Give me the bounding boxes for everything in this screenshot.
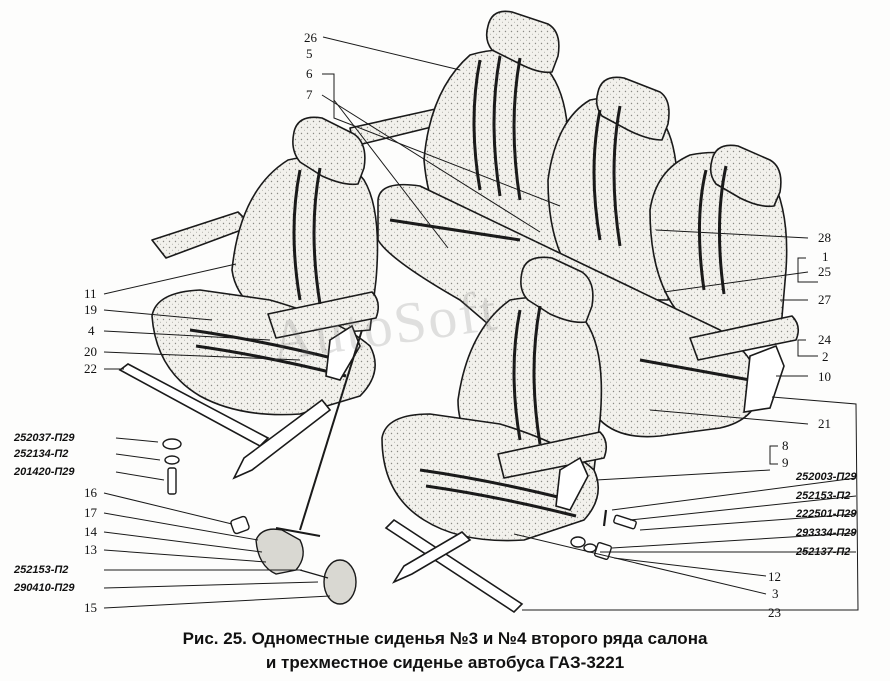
callout-23: 23 (768, 605, 781, 620)
callout-21: 21 (818, 416, 831, 431)
callout-6: 6 (306, 66, 313, 81)
left-seat-headrest (292, 116, 366, 186)
callout-24: 24 (818, 332, 831, 347)
callout-25: 25 (818, 264, 831, 279)
callout-28: 28 (818, 230, 831, 245)
part-number-290410-p29: 290410-П29 (14, 582, 75, 594)
callout-13: 13 (84, 542, 97, 557)
callout-26: 26 (304, 30, 317, 45)
callout-8: 8 (782, 438, 789, 453)
callout-2: 2 (822, 349, 829, 364)
left-seat-leg (232, 398, 332, 480)
callout-5: 5 (306, 46, 313, 61)
part-number-293334-p29: 293334-П29 (796, 527, 857, 539)
part-number-252134-p2: 252134-П2 (14, 448, 69, 460)
part-number-252003-p29: 252003-П29 (796, 471, 857, 483)
callout-3: 3 (772, 586, 779, 601)
callout-9: 9 (782, 455, 789, 470)
leader-lines (103, 36, 859, 611)
part-number-252037-p29: 252037-П29 (14, 432, 75, 444)
callout-17: 17 (84, 505, 97, 520)
front-seat-leg (391, 530, 472, 584)
left-seat-bracket (325, 324, 361, 381)
callout-12: 12 (768, 569, 781, 584)
bench-headrest-3 (709, 144, 782, 208)
callout-19: 19 (84, 302, 97, 317)
callout-20: 20 (84, 344, 97, 359)
part-number-252153-p2-left: 252153-П2 (14, 564, 69, 576)
left-hardware (162, 438, 357, 605)
bench-front-armrest (689, 315, 800, 361)
callout-14: 14 (84, 524, 97, 539)
callout-22: 22 (84, 361, 97, 376)
callout-7: 7 (306, 87, 313, 102)
figure-caption-line1: Рис. 25. Одноместные сиденья №3 и №4 вто… (182, 629, 708, 648)
callout-1: 1 (822, 249, 829, 264)
callout-16: 16 (84, 485, 97, 500)
bench-bracket (743, 344, 785, 413)
left-seat-armrest (267, 291, 380, 339)
left-seat-rail (118, 363, 270, 447)
callout-11: 11 (84, 286, 97, 301)
callout-10: 10 (818, 369, 831, 384)
part-number-201420-p29: 201420-П29 (14, 466, 75, 478)
bench-headrest-1 (485, 10, 560, 74)
part-number-252137-p2: 252137-П2 (796, 546, 851, 558)
figure-caption-line2: и трехместное сиденье автобуса ГАЗ-3221 (265, 653, 625, 672)
front-seat-bracket (555, 456, 589, 511)
callout-27: 27 (818, 292, 831, 307)
front-seat-rail (384, 518, 524, 614)
front-seat-armrest (497, 431, 608, 479)
right-hardware (570, 509, 637, 561)
part-number-222501-p29: 222501-П29 (796, 508, 857, 520)
callout-4: 4 (88, 323, 95, 338)
part-number-252153-p2-right: 252153-П2 (796, 490, 851, 502)
callout-15: 15 (84, 600, 97, 615)
